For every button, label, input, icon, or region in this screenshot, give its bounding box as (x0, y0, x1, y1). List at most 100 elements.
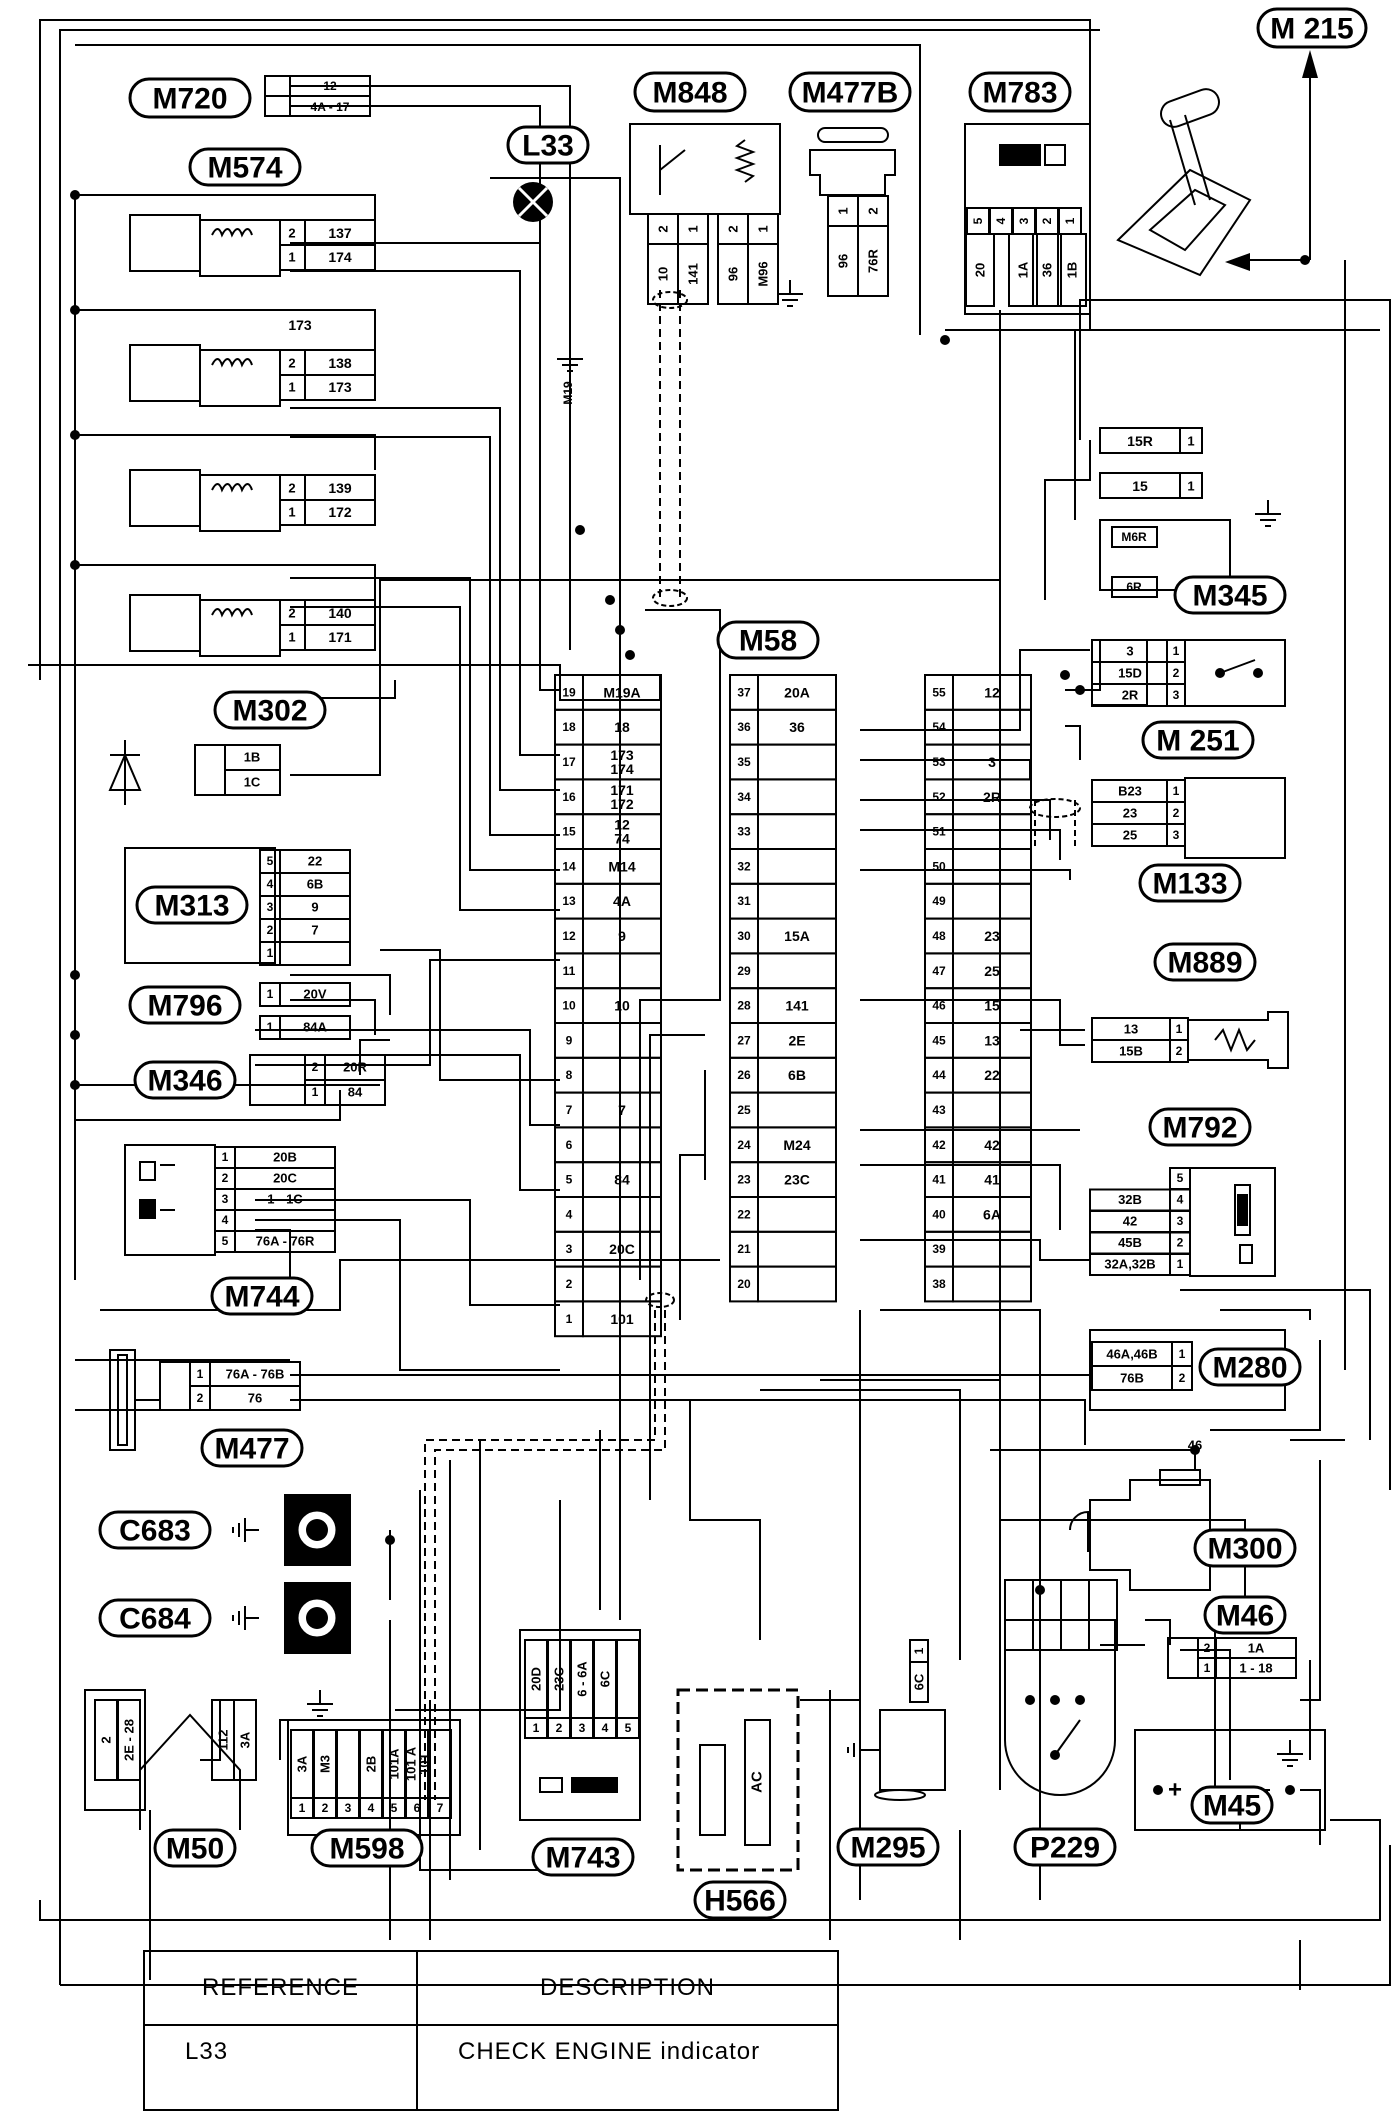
m280-pin-box (1171, 1365, 1193, 1391)
p229-pin-box (1032, 1619, 1062, 1651)
m50-pin-wire: 2E - 28 (122, 1719, 137, 1761)
junction-dot (385, 1535, 395, 1545)
wire (290, 85, 571, 650)
m796-pin-wire-box (279, 1015, 351, 1040)
reference-cell: L33 (143, 2024, 418, 2111)
m302-label-frame (213, 690, 327, 730)
m58-col2-pin-num: 31 (737, 894, 751, 908)
m46-connector (1167, 1637, 1199, 1679)
m744-label: M744 (224, 1281, 299, 1314)
m792-bulb (1239, 1244, 1253, 1264)
m50-sensor (139, 1713, 241, 1830)
m346-pin-wire: 84 (348, 1085, 363, 1100)
m58-col2-pin-wire-box (757, 952, 837, 990)
m58-col2-pin-wire: 23C (784, 1172, 810, 1188)
m792-pin-num: 3 (1177, 1214, 1184, 1228)
m792-pin-num: 5 (1177, 1171, 1184, 1185)
wire (290, 974, 391, 1015)
m743-pin-wire: 20D (529, 1667, 544, 1691)
sensor-pin-box (304, 624, 376, 651)
m58-col3-pin-num: 51 (932, 825, 946, 839)
coil-icon (211, 228, 253, 238)
wire (75, 44, 921, 335)
junction-dot (70, 1030, 80, 1040)
p229-pin-box (1060, 1619, 1090, 1651)
m300-starter (1069, 1510, 1089, 1552)
m58-col3-pin-num: 42 (932, 1138, 946, 1152)
m58-col3-pin-num: 47 (932, 964, 946, 978)
m300-label: M300 (1207, 1533, 1282, 1566)
m744-pin-num: 3 (222, 1192, 229, 1206)
m58-col1-pin-num: 4 (566, 1207, 573, 1221)
wire (860, 799, 1051, 840)
h566-ac-label: AC (749, 1771, 766, 1793)
p229-pin-box (1088, 1579, 1118, 1621)
m58-col2-pin-num: 35 (737, 755, 751, 769)
arrow-left-icon (1225, 253, 1250, 271)
m58-col1-pin-num: 13 (562, 894, 576, 908)
m744-pin-num: 2 (222, 1171, 229, 1185)
m345-pin-wire: 6R (1126, 580, 1142, 594)
m743-label: M743 (545, 1842, 620, 1875)
h566-label: H566 (704, 1885, 776, 1918)
sensor-pin-num: 1 (288, 630, 295, 645)
fuse-15r-wire: 15R (1127, 433, 1153, 449)
m58-col1-pin-num: 11 (563, 964, 576, 978)
m743-switch (539, 1777, 563, 1793)
m58-col3-pin-wire: 25 (984, 963, 1000, 979)
m848-pin-wire: 96 (726, 267, 741, 281)
m58-col3-pin-num: 46 (932, 999, 946, 1013)
reference-table: REFERENCE DESCRIPTION L33 CHECK ENGINE i… (143, 1950, 839, 2111)
m792-label: M792 (1162, 1112, 1237, 1145)
m58-col3-pin-num: 55 (932, 685, 946, 699)
wire (679, 1154, 705, 1320)
m744-pin-wire: 1 - 1C (267, 1192, 303, 1207)
wire (860, 999, 1085, 1046)
m889-sensor-body (1188, 1011, 1289, 1069)
gear-selector-icon (1148, 188, 1227, 252)
sensor-pin-wire: 172 (328, 504, 352, 520)
m313-pin-num: 1 (267, 946, 274, 960)
m58-col3-pin-num: 45 (932, 1033, 946, 1047)
m477b-pin-num: 2 (866, 207, 881, 214)
junction-dot (1025, 1695, 1035, 1705)
m574-label: M574 (207, 152, 282, 185)
m58-col3-pin-wire: 2R (983, 789, 1001, 805)
m346-pin-wire: 20R (343, 1060, 367, 1075)
m58-col3-pin-num: 44 (932, 1068, 946, 1082)
m58-col3-pin-num: 43 (932, 1103, 946, 1117)
m744-pin-wire: 76A - 76R (256, 1234, 315, 1249)
sensor-pin-wire: 140 (328, 605, 352, 621)
m251-relay (1184, 639, 1286, 707)
m50-label-frame (153, 1828, 237, 1868)
m58-col1-pin-num: 14 (562, 859, 576, 873)
m889-pin-num: 1 (1176, 1022, 1183, 1036)
m720-label-frame (128, 77, 252, 119)
m598-pin-wire: 101 A101 (403, 1746, 431, 1781)
m133-pin-wire: 23 (1123, 806, 1137, 821)
m58-col2-pin-num: 37 (737, 685, 751, 699)
m58-col2-pin-wire-box (757, 882, 837, 920)
m743-wire-box (616, 1639, 640, 1719)
sensor-body (129, 214, 201, 272)
m58-col2-pin-wire-box (757, 1265, 837, 1303)
m598-pin-wire: 2B (364, 1756, 379, 1773)
m58-col3-pin-num: 38 (932, 1277, 946, 1291)
junction-dot (1153, 1785, 1163, 1795)
wire (359, 1039, 390, 1075)
m313-pin-wire-box (279, 941, 351, 966)
m46-pin-wire: 1 - 18 (1239, 1661, 1272, 1676)
m783-pin-wire: 20 (973, 263, 988, 277)
junction-dot (70, 305, 80, 315)
junction-dot (605, 595, 615, 605)
junction-dot (70, 560, 80, 570)
m744-pin-wire: 20B (273, 1150, 297, 1165)
wire (290, 270, 560, 756)
m574-label-frame (188, 147, 302, 187)
m58-col2-pin-num: 25 (737, 1103, 751, 1117)
m58-col2-pin-num: 28 (737, 999, 751, 1013)
m345-pin-box (1111, 576, 1158, 598)
sensor-pin-wire: 173 (328, 379, 352, 395)
sensor-pin-box (304, 244, 376, 271)
m46-pin-wire: 1A (1248, 1641, 1265, 1656)
